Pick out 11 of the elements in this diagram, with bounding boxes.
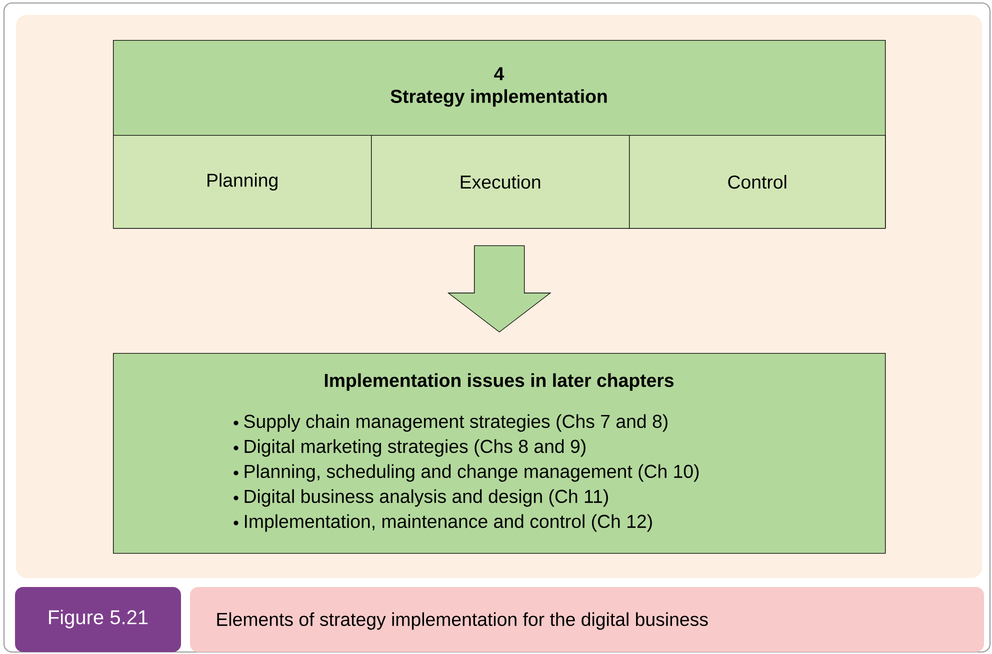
bullet-item: Implementation, maintenance and control (Ch 12) (234, 514, 652, 532)
bullet-item: Digital business analysis and design (Ch 11) (234, 489, 608, 507)
table-cell: Planning (113, 135, 372, 229)
table-cell: Execution (371, 135, 630, 229)
bullet-item: Digital marketing strategies (Chs 8 and 9) (234, 439, 586, 457)
figure-label: Figure 5.21 (15, 587, 181, 652)
block-arrow (447, 245, 552, 332)
caption-bar: Elements of strategy implementation for the digital business (190, 587, 984, 652)
table-cell: Control (629, 135, 886, 229)
bullet-item: Supply chain management strategies (Chs 7 and 8) (234, 414, 668, 432)
bullet-item: Planning, scheduling and change management (Ch 10) (234, 464, 699, 482)
